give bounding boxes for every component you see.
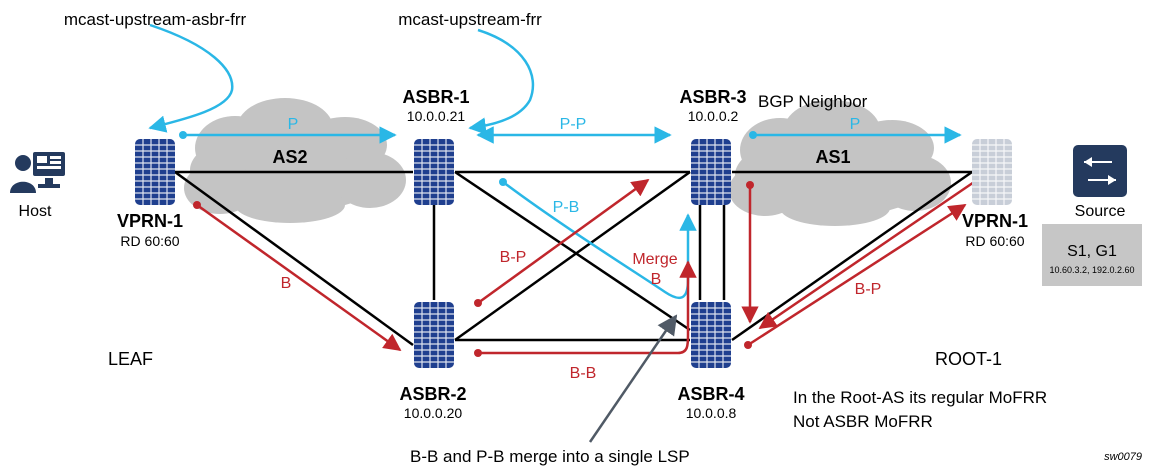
vprn1-left-name: VPRN-1 xyxy=(117,211,183,231)
bgp-neighbor-label: BGP Neighbor xyxy=(758,92,868,111)
bp-mid-start-dot xyxy=(474,299,482,307)
merge-arrow xyxy=(588,314,678,443)
vprn1-left-rd: RD 60:60 xyxy=(120,233,179,249)
frr-callout xyxy=(468,28,535,135)
asbr1-name: ASBR-1 xyxy=(402,87,469,107)
host-label: Host xyxy=(19,203,52,220)
leaf-label: LEAF xyxy=(108,349,153,369)
root1-label: ROOT-1 xyxy=(935,349,1002,369)
host-computer-icon xyxy=(10,152,65,193)
router-icon xyxy=(413,301,455,369)
note-line2: Not ASBR MoFRR xyxy=(793,412,933,431)
primary-paths xyxy=(148,23,962,300)
as1-label: AS1 xyxy=(815,147,850,167)
figure-id: sw0079 xyxy=(1104,451,1142,463)
link-asbr2-asbr3 xyxy=(454,170,691,342)
link-label-merge-b: B xyxy=(651,271,662,288)
path-b xyxy=(196,203,402,352)
link-label-bb: B-B xyxy=(570,365,597,382)
link-label-p-right: P xyxy=(850,116,861,133)
vprn1-right-name: VPRN-1 xyxy=(962,211,1028,231)
sg-addresses: 10.60.3.2, 192.0.2.60 xyxy=(1049,265,1134,275)
asbr2-ip: 10.0.0.20 xyxy=(404,405,463,421)
vprn1-right-rd: RD 60:60 xyxy=(965,233,1024,249)
as2-label: AS2 xyxy=(272,147,307,167)
callout-frr: mcast-upstream-frr xyxy=(398,10,542,29)
asbr4-name: ASBR-4 xyxy=(677,384,744,404)
merge-note: B-B and P-B merge into a single LSP xyxy=(410,447,690,466)
asbr3-backup-dot xyxy=(746,181,754,189)
router-icon xyxy=(690,138,732,206)
path-bp-right xyxy=(747,203,967,347)
link-label-pp: P-P xyxy=(560,116,587,133)
link-label-pb: P-B xyxy=(553,199,580,216)
bp-right-start-dot xyxy=(744,341,752,349)
backup-paths xyxy=(196,176,981,355)
router-icon xyxy=(971,138,1013,206)
link-label-bp-right: B-P xyxy=(855,281,882,298)
pb-start-dot xyxy=(499,178,507,186)
link-vprn1-asbr2 xyxy=(174,170,414,347)
source-label: Source xyxy=(1075,203,1126,220)
sg-title: S1, G1 xyxy=(1067,243,1117,260)
as2-cloud xyxy=(184,98,406,223)
path-bb xyxy=(478,260,697,355)
source-server-icon xyxy=(1073,145,1127,197)
path-pb-curve xyxy=(502,181,697,300)
path-bp-mid xyxy=(477,178,650,305)
router-icon xyxy=(690,301,732,369)
p-left-start-dot xyxy=(179,131,187,139)
asbr1-ip: 10.0.0.21 xyxy=(407,108,466,124)
asbr3-ip: 10.0.0.2 xyxy=(688,108,739,124)
note-line1: In the Root-AS its regular MoFRR xyxy=(793,388,1047,407)
router-icon xyxy=(413,138,455,206)
router-icon xyxy=(134,138,176,206)
bb-start-dot xyxy=(474,349,482,357)
link-asbr1-asbr4 xyxy=(454,170,691,332)
p-right-start-dot xyxy=(749,131,757,139)
callout-asbr-frr: mcast-upstream-asbr-frr xyxy=(64,10,247,29)
sg-box xyxy=(1042,224,1142,286)
asbr-frr-callout xyxy=(148,23,234,133)
b-start-dot xyxy=(193,201,201,209)
link-label-merge: Merge xyxy=(632,251,677,268)
asbr3-name: ASBR-3 xyxy=(679,87,746,107)
path-asbr3-vprn-backup xyxy=(758,176,981,330)
link-label-b: B xyxy=(281,275,292,292)
link-label-bp-mid: B-P xyxy=(500,249,527,266)
link-label-p-left: P xyxy=(288,116,299,133)
asbr4-ip: 10.0.0.8 xyxy=(686,405,737,421)
asbr2-name: ASBR-2 xyxy=(399,384,466,404)
